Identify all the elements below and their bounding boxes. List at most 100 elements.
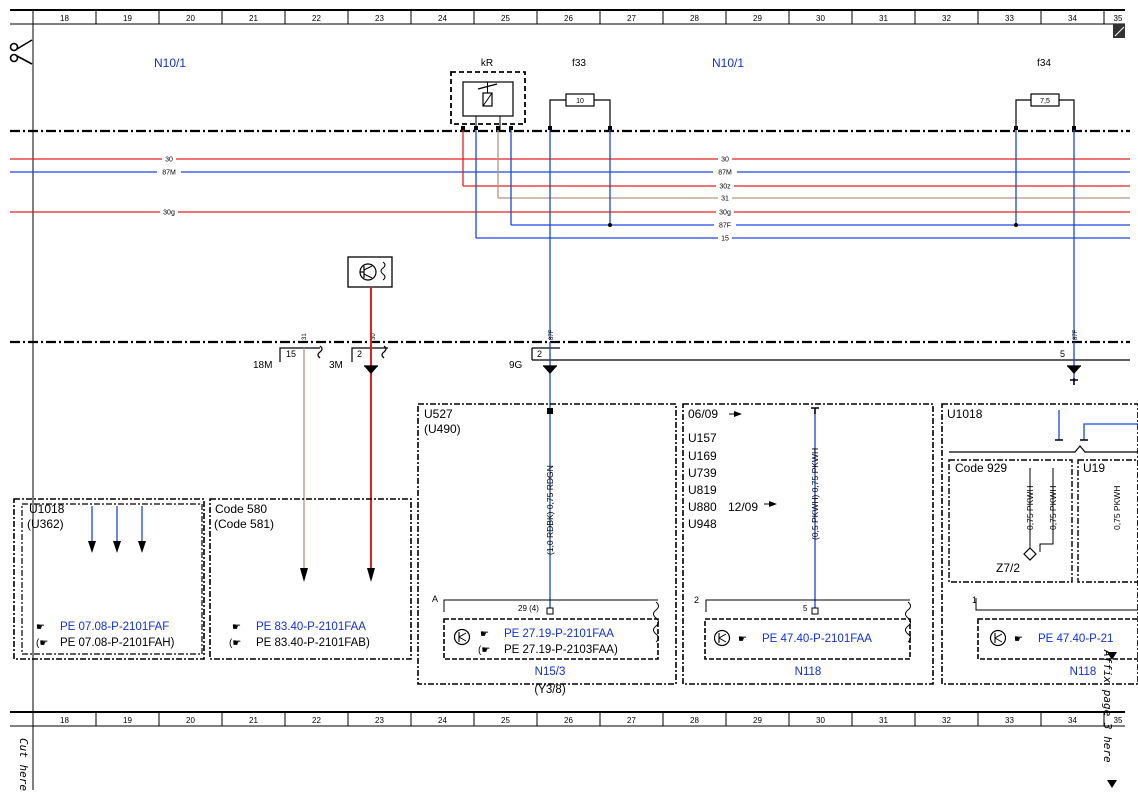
fuse-label-f34: f34 — [1037, 58, 1051, 69]
box-subtitle-u362: (U362) — [27, 517, 64, 531]
bus-label-30: 30 — [721, 157, 729, 164]
bottom-ruler-number: 32 — [942, 716, 951, 725]
top-ruler-number: 27 — [627, 14, 636, 23]
bus-label-87f: 87F — [719, 223, 731, 230]
component-n118-icon — [713, 629, 731, 647]
relay-kr-symbol — [450, 71, 526, 130]
top-ruler-number: 20 — [186, 14, 195, 23]
bottom-ruler-number: 22 — [312, 716, 321, 725]
pin-label-5: 5 — [803, 604, 808, 613]
component-label-n118: N118 — [795, 666, 822, 678]
variant-u169: U169 — [688, 449, 717, 463]
affix-arrow-icon — [1107, 780, 1117, 788]
variant-u948: U948 — [688, 517, 717, 531]
bottom-ruler-number: 26 — [564, 716, 573, 725]
connector-label-3m: 3M — [329, 360, 343, 371]
bus-label-87m-left: 87M — [162, 170, 176, 177]
top-ruler-number: 25 — [501, 14, 510, 23]
bottom-ruler-number: 19 — [123, 716, 132, 725]
bus-lines — [10, 158, 1130, 239]
bottom-ruler-number: 35 — [1114, 716, 1123, 725]
pin-label-2: 2 — [694, 595, 699, 605]
bus-label-30-left: 30 — [165, 157, 173, 164]
top-ruler-number: 18 — [60, 14, 69, 23]
fuse-f33-symbol: 10 — [549, 93, 611, 128]
top-ruler-number: 30 — [816, 14, 825, 23]
box-title-u527: U527 — [424, 407, 453, 421]
top-ruler-number: 28 — [690, 14, 699, 23]
component-label-n118-right: N118 — [1070, 666, 1097, 678]
variant-u819: U819 — [688, 483, 717, 497]
box-title-u1018-left: U1018 — [29, 502, 65, 516]
box-subtitle-u490: (U490) — [424, 422, 461, 436]
variant-u157: U157 — [688, 431, 717, 445]
box-title-code580: Code 580 — [215, 502, 267, 516]
box-title-u19: U19 — [1083, 461, 1105, 475]
hand-pointer-icon: ☛ — [738, 634, 747, 645]
terminal-87f-a: 87F — [549, 329, 555, 340]
top-ruler-number: 35 — [1114, 14, 1123, 23]
component-label-z72: Z7/2 — [996, 561, 1020, 575]
bottom-ruler-number: 34 — [1068, 716, 1077, 725]
ref-link-27-19-2103faa[interactable]: PE 27.19-P-2103FAA) — [504, 644, 618, 656]
fuse-f34-symbol: 7,5 — [1015, 93, 1075, 128]
top-ruler-number: 31 — [879, 14, 888, 23]
ref-link-83-40-faa[interactable]: PE 83.40-P-2101FAA — [256, 621, 366, 633]
affix-page-label: Affix page 3 here — [1101, 649, 1114, 763]
ref-link-83-40-fab[interactable]: PE 83.40-P-2101FAB) — [256, 637, 370, 649]
module-label-n10-right: N10/1 — [712, 56, 744, 70]
hand-pointer-icon: (☛ — [478, 645, 490, 656]
component-n118-right-icon — [989, 629, 1007, 647]
connector-pin-2-right: 2 — [537, 349, 542, 359]
hand-pointer-icon: ☛ — [232, 622, 241, 633]
top-ruler-number: 32 — [942, 14, 951, 23]
wire-spec-rdgn: (1,0 RDBK) 0,75 RDGN — [545, 465, 555, 555]
bus-label-31: 31 — [721, 196, 729, 203]
bottom-ruler-number: 27 — [627, 716, 636, 725]
component-label-n153: N15/3 — [535, 666, 566, 678]
fuse-f33-value: 10 — [576, 98, 584, 105]
wire-spec-pkwh-b: 0,75 PKWH — [1048, 486, 1058, 530]
relay-label-kr: kR — [481, 58, 493, 69]
box-subtitle-code581: (Code 581) — [214, 517, 274, 531]
top-ruler-number: 19 — [123, 14, 132, 23]
ref-link-07-08-fah[interactable]: PE 07.08-P-2101FAH) — [60, 637, 175, 649]
bottom-ruler-number: 23 — [375, 716, 384, 725]
bus-label-30g: 30g — [719, 210, 731, 217]
date-label-0609: 06/09 — [688, 407, 718, 421]
ref-link-27-19-faa[interactable]: PE 27.19-P-2101FAA — [504, 628, 614, 640]
wire-arrows — [300, 366, 1081, 582]
top-ruler-number: 22 — [312, 14, 321, 23]
bottom-ruler-number: 25 — [501, 716, 510, 725]
ref-link-47-40-21[interactable]: PE 47.40-P-21 — [1038, 633, 1113, 645]
box-u527 — [417, 403, 677, 685]
bottom-ruler-number: 29 — [753, 716, 762, 725]
top-ruler-number: 23 — [375, 14, 384, 23]
relay-feed-wires — [462, 128, 1075, 340]
bottom-ruler-number: 18 — [60, 716, 69, 725]
ref-link-07-08-faf[interactable]: PE 07.08-P-2101FAF — [60, 621, 169, 633]
hand-pointer-icon: ☛ — [1014, 634, 1023, 645]
hand-pointer-icon: ☛ — [480, 629, 489, 640]
bottom-ruler-number: 33 — [1005, 716, 1014, 725]
affix-arrow-icon — [1107, 652, 1117, 660]
hand-pointer-icon: (☛ — [229, 638, 241, 649]
bottom-ruler-number: 24 — [438, 716, 447, 725]
connector-pin-15: 15 — [286, 349, 296, 359]
box-u1018-left — [13, 498, 205, 660]
ref-link-47-40-faa[interactable]: PE 47.40-P-2101FAA — [762, 633, 872, 645]
bottom-ruler-number: 28 — [690, 716, 699, 725]
connector-pin-5: 5 — [1060, 349, 1065, 359]
pin-label-a: A — [432, 594, 438, 604]
top-ruler-number: 21 — [249, 14, 258, 23]
terminal-30: 30 — [371, 333, 377, 340]
hand-pointer-icon: (☛ — [36, 638, 48, 649]
pin-label-1: 1 — [972, 595, 977, 605]
hand-pointer-icon: ☛ — [36, 622, 45, 633]
bottom-ruler-number: 21 — [249, 716, 258, 725]
box-n118-center — [682, 403, 934, 685]
pin-label-29: 29 (4) — [518, 604, 539, 613]
module-label-n10-left: N10/1 — [154, 56, 186, 70]
component-label-y38: (Y3/8) — [534, 684, 565, 696]
terminal-87f-b: 87F — [1073, 329, 1079, 340]
